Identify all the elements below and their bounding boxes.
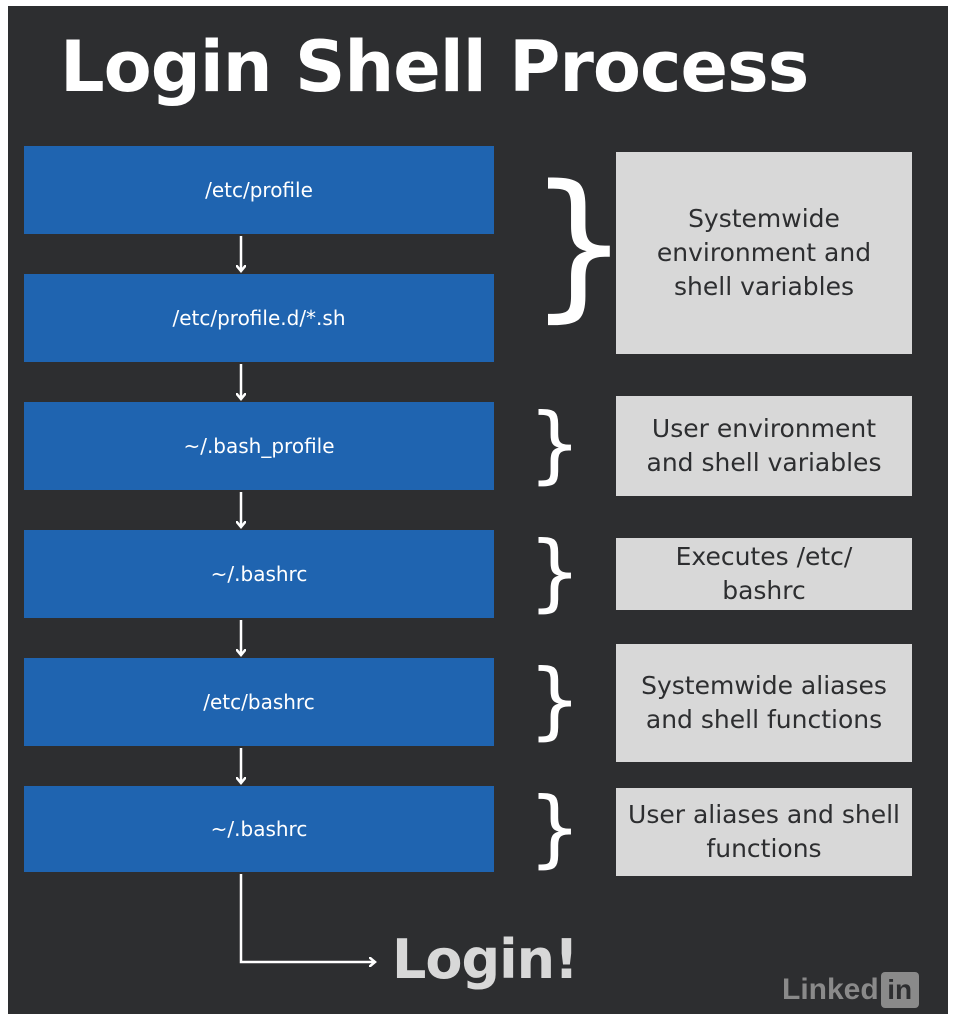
step-etc-profile-d: /etc/profile.d/*.sh <box>24 274 494 362</box>
linkedin-in-badge: in <box>880 972 919 1008</box>
step-etc-bashrc: /etc/bashrc <box>24 658 494 746</box>
desc-user-aliases: User aliases and shell functions <box>616 788 912 876</box>
desc-executes-etc-bashrc: Executes /etc/ bashrc <box>616 538 912 610</box>
flow-arrows <box>8 236 948 1014</box>
desc-systemwide-env: Systemwide environment and shell variabl… <box>616 152 912 354</box>
step-bashrc-second: ~/.bashrc <box>24 786 494 872</box>
brace-5: } <box>528 779 582 877</box>
linkedin-logo: Linked in <box>782 972 919 1008</box>
brace-3: } <box>528 523 582 621</box>
step-etc-profile: /etc/profile <box>24 146 494 234</box>
step-bash-profile: ~/.bash_profile <box>24 402 494 490</box>
brace-2: } <box>528 395 582 493</box>
slide: Login Shell Process /etc/profile /etc/pr… <box>8 6 948 1014</box>
login-label: Login! <box>392 928 579 991</box>
arrow-to-login <box>239 874 374 962</box>
desc-systemwide-aliases: Systemwide aliases and shell functions <box>616 644 912 762</box>
slide-title: Login Shell Process <box>60 26 809 108</box>
desc-user-env: User environment and shell variables <box>616 396 912 496</box>
step-bashrc-first: ~/.bashrc <box>24 530 494 618</box>
brace-1: } <box>528 150 630 337</box>
linkedin-wordmark: Linked <box>782 973 879 1006</box>
brace-4: } <box>528 651 582 749</box>
